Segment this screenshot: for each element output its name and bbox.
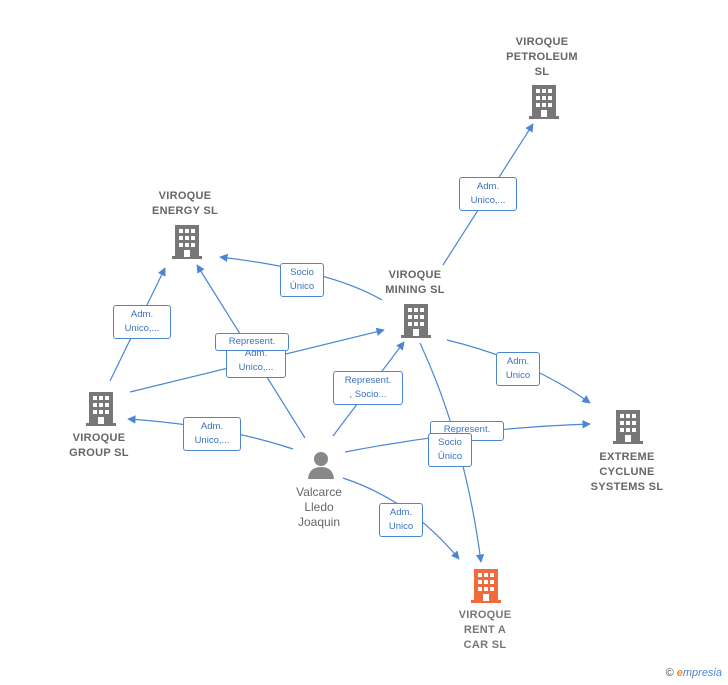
node-label-person[interactable]: Valcarce Lledo Joaquin [296, 485, 342, 529]
relation-label[interactable]: Adm. Unico [379, 503, 423, 537]
copyright-symbol: © [665, 667, 674, 679]
building-icon[interactable] [400, 303, 432, 339]
person-icon[interactable] [305, 449, 337, 481]
relation-label[interactable]: Represent. [215, 333, 289, 351]
building-icon[interactable] [612, 409, 644, 445]
node-label-energy[interactable]: VIROQUE ENERGY SL [151, 190, 219, 217]
building-icon[interactable] [171, 224, 203, 260]
relation-label[interactable]: Adm. Unico,... [113, 305, 171, 339]
relation-label[interactable]: Represent. , Socio... [333, 371, 403, 405]
node-label-group[interactable]: VIROQUE GROUP SL [69, 432, 129, 459]
relation-label[interactable]: Socio Único [280, 263, 324, 297]
empresia-logo: © empresia [666, 667, 722, 679]
node-label-petroleum[interactable]: VIROQUE PETROLEUM SL [506, 36, 578, 78]
node-label-rentacar[interactable]: VIROQUE RENT A CAR SL [458, 609, 512, 651]
node-label-mining[interactable]: VIROQUE MINING SL [385, 269, 445, 296]
building-icon[interactable] [528, 84, 560, 120]
relation-label[interactable]: Socio Único [428, 433, 472, 467]
brand-e: e [676, 667, 683, 679]
building-icon[interactable] [85, 391, 117, 427]
node-label-extreme[interactable]: EXTREME CYCLUNE SYSTEMS SL [590, 451, 664, 493]
relation-label[interactable]: Adm. Unico [496, 352, 540, 386]
brand-name: mpresia [682, 667, 722, 679]
relation-label[interactable]: Adm. Unico,... [183, 417, 241, 451]
relation-label[interactable]: Adm. Unico,... [459, 177, 517, 211]
building-icon[interactable] [470, 568, 502, 604]
